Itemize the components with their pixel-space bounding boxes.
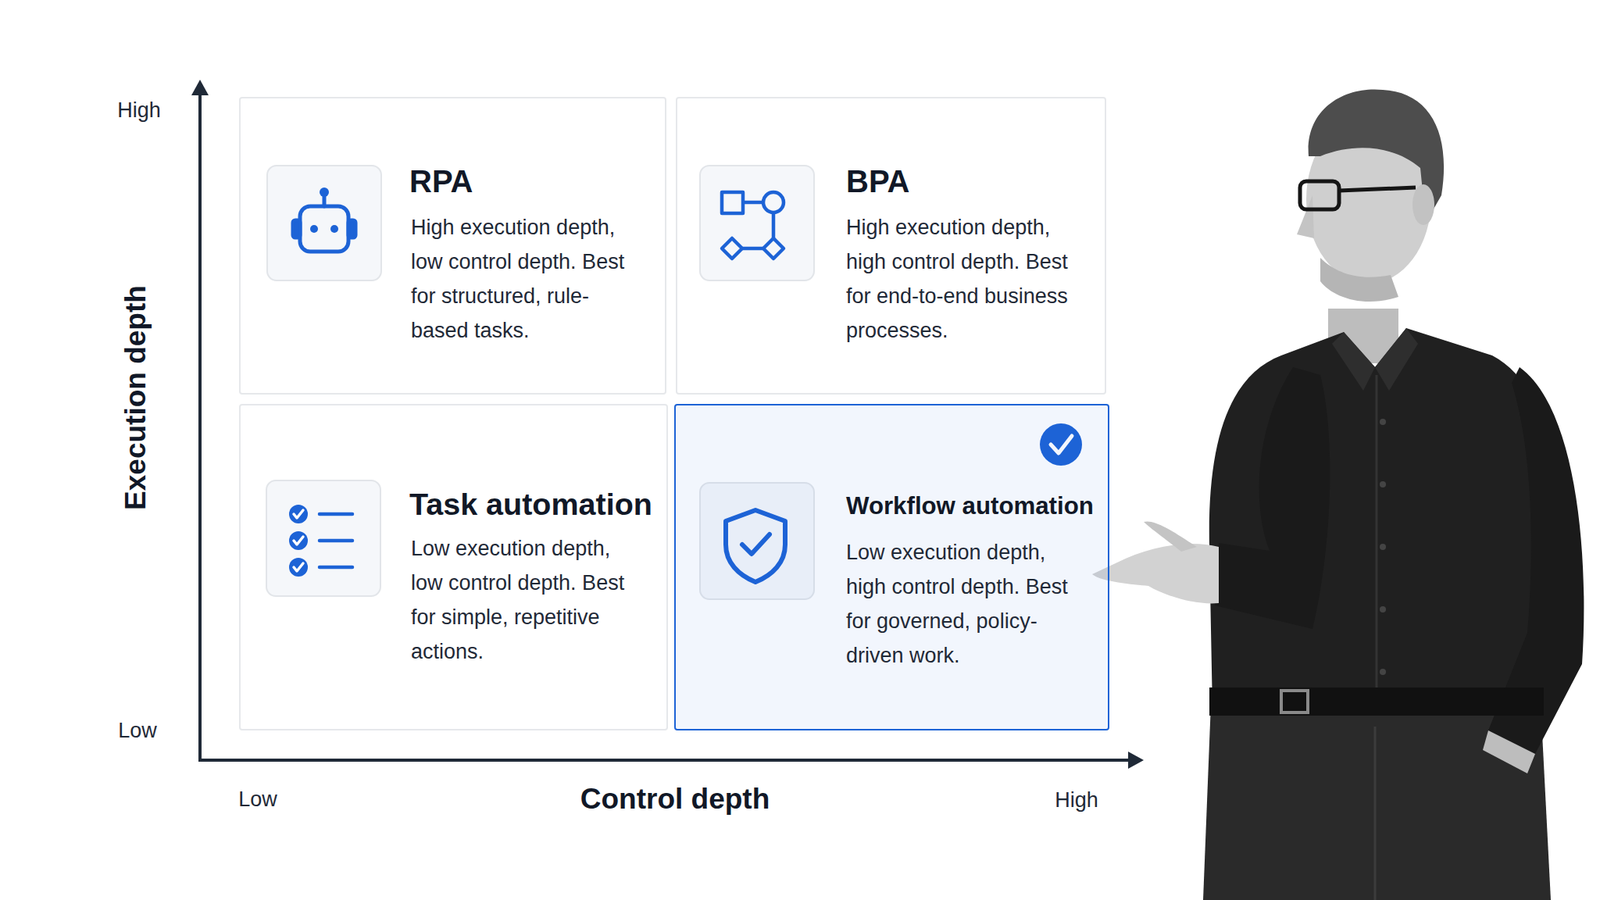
quadrant-title: RPA xyxy=(409,163,473,200)
axis-arrow xyxy=(1128,751,1144,769)
quadrant-description: High execution depth, high control depth… xyxy=(846,210,1073,348)
axis-tick-label: High xyxy=(117,97,161,123)
quadrant-description: Low execution depth, high control depth.… xyxy=(846,535,1073,673)
checklist-icon xyxy=(289,504,353,577)
robot-eye xyxy=(330,225,339,233)
quadrant-box: Workflow automationLow execution depth, … xyxy=(674,403,1110,731)
quadrant-description: Low execution depth, low control depth. … xyxy=(410,531,638,669)
axis-tick-label: Low xyxy=(117,717,158,743)
axis-arrow xyxy=(191,79,209,96)
flow-icon xyxy=(721,192,784,259)
robot-icon xyxy=(292,195,356,252)
axis-tick-label: High xyxy=(1054,787,1099,813)
quadrant-description: High execution depth, low control depth.… xyxy=(410,210,638,348)
robot-antenna xyxy=(319,187,329,197)
quadrant-title: Task automation xyxy=(409,486,653,522)
axis-title: Control depth xyxy=(580,782,771,817)
quadrant-box: BPA High execution depth, high control de… xyxy=(675,96,1107,395)
axis-title: Execution depth xyxy=(118,285,154,511)
presenter-figure xyxy=(1092,89,1584,900)
axis-tick-label: Low xyxy=(238,786,278,812)
quadrant-title: BPA xyxy=(846,163,910,200)
robot-eye xyxy=(310,225,318,233)
quadrant-box: Task automationLow execution depth, low … xyxy=(239,403,668,731)
axes xyxy=(198,92,1130,761)
quadrant-title: Workflow automation xyxy=(846,492,1094,521)
quadrant-box: RPA High execution depth, low control dep… xyxy=(239,96,667,395)
